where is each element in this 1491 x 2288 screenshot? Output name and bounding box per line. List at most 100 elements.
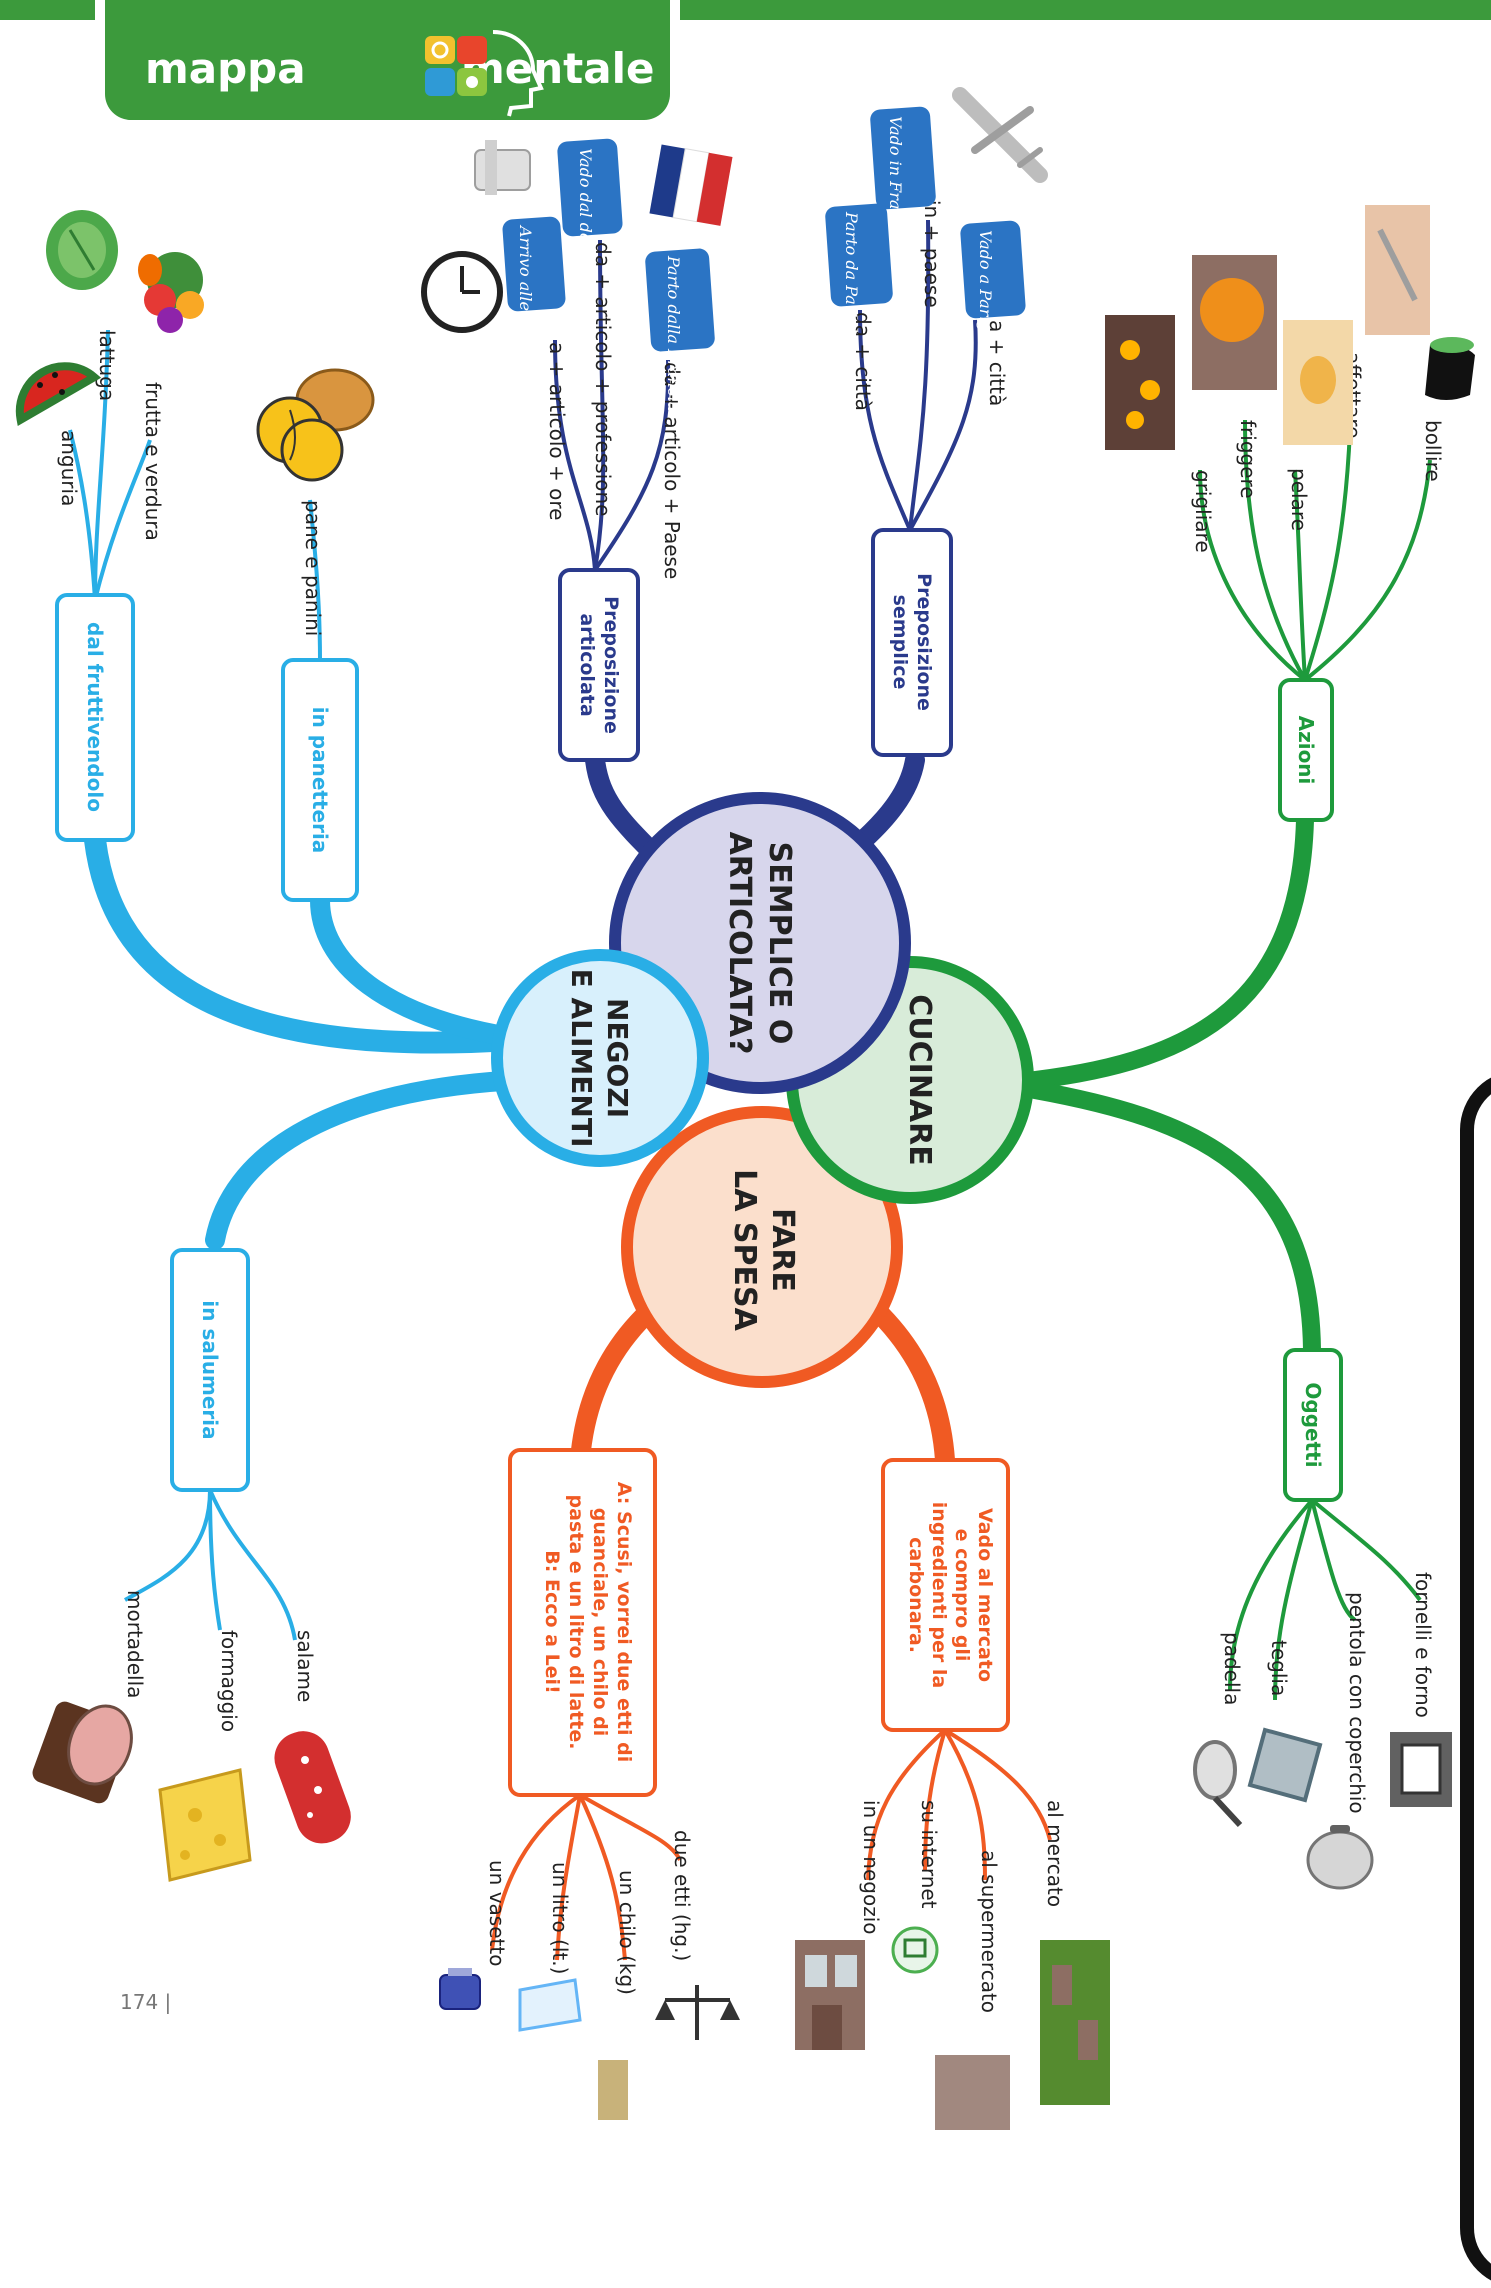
example-card-dentista: Vado dal dentista (557, 138, 623, 288)
leaf-teglia: teglia (1267, 1640, 1291, 1696)
card-text-vado-in: Vado in Francia (886, 116, 905, 243)
leaf-al-mercato: al mercato (1043, 1800, 1067, 1907)
measure-bottom-icon (598, 2060, 628, 2120)
leaf-da-citta: da + città (851, 312, 875, 411)
dialog-line-4: B: Ecco a Lei! (541, 1550, 563, 1693)
leaf-padella: padella (1220, 1632, 1244, 1705)
leaf-pelare: pelare (1287, 468, 1311, 531)
hub-cucinare-line1: CUCINARE (902, 994, 937, 1165)
header-bar-right (680, 0, 1491, 20)
leaf-pane-e-panini: pane e panini (301, 500, 325, 636)
market-photo-icon (1040, 1940, 1110, 2105)
hub-spesa-line2: LA SPESA (727, 1169, 762, 1331)
leaf-su-internet: su internet (917, 1800, 941, 1909)
leaf-fornelli-e-forno: fornelli e forno (1411, 1572, 1435, 1718)
leaf-frutta-e-verdura: frutta e verdura (141, 382, 165, 541)
leaf-da-articolo-professione: da + articolo + professione (591, 242, 615, 516)
frying-pan-icon (1193, 1740, 1243, 1828)
label-oggetti: Oggetti (1301, 1382, 1325, 1467)
france-flag-icon (649, 144, 733, 226)
mortadella-icon (32, 1701, 133, 1804)
dialog-line-1: A: Scusi, vorrei due etti di (613, 1482, 635, 1763)
label-box-oggetti (1283, 1348, 1343, 1502)
internet-cart-icon (891, 1926, 939, 1974)
label-semplice-line2: semplice (889, 595, 911, 690)
label-box-fruttivendolo (55, 593, 135, 842)
mercato-line-1: Vado al mercato (974, 1508, 996, 1682)
leaf-lattuga: lattuga (95, 330, 119, 401)
bread-icon (256, 368, 375, 482)
label-semplice-line1: Preposizione (913, 573, 935, 711)
example-card-arrivo: Arrivo alle 15:00. (502, 216, 566, 367)
leaf-salame: salame (293, 1630, 317, 1702)
leaf-a-citta: a + città (985, 320, 1009, 406)
clock-icon (421, 251, 503, 333)
leaf-mortadella: mortadella (123, 1590, 147, 1698)
dialog-line-3: pasta e un litro di latte. (565, 1495, 587, 1750)
hub-negozi-line1: NEGOZI (601, 998, 634, 1118)
leaf-un-vasetto: un vasetto (485, 1860, 509, 1966)
fruit-vegetables-icon (138, 252, 204, 333)
dialog-box (508, 1448, 657, 1797)
leaf-due-etti: due etti (hg.) (670, 1830, 694, 1961)
leaf-da-articolo-paese: da + articolo + Paese (660, 362, 684, 579)
dialog-line-2: guanciale, un chilo di (589, 1508, 611, 1737)
page-number: 174 | (120, 1990, 172, 2014)
card-text-vado-a: Vado a Parigi (976, 230, 995, 337)
leaf-grigliare: grigliare (1191, 470, 1215, 553)
leaf-formaggio: formaggio (217, 1630, 241, 1732)
pot-boiling-icon (1425, 337, 1475, 400)
mind-map: .lbl { font-family:"DejaVu Sans", sans-s… (15, 87, 1475, 2130)
leaf-friggere: friggere (1236, 420, 1260, 499)
label-articolata-line1: Preposizione (600, 596, 622, 734)
header-bar-left (0, 0, 95, 20)
leaf-in-un-negozio: in un negozio (859, 1800, 883, 1935)
leaf-pentola-con-coperchio: pentola con coperchio (1345, 1592, 1369, 1814)
slicing-photo-icon (1365, 205, 1430, 335)
puzzle-head-icon (425, 30, 544, 117)
page-edge-frame (1460, 1070, 1491, 2288)
header-word-right: mentale (461, 44, 655, 93)
hub-spesa-line1: FARE (765, 1208, 800, 1292)
label-box-semplice (871, 528, 953, 757)
dentist-chair-icon (474, 140, 531, 195)
header-word-left: mappa (145, 44, 306, 93)
lettuce-icon (46, 210, 118, 290)
label-azioni: Azioni (1294, 716, 1318, 785)
label-box-articolata (558, 568, 640, 762)
leaf-un-litro: un litro (lt.) (548, 1862, 572, 1974)
example-card-parto-da: Parto da Parigi (825, 203, 893, 333)
leaf-bollire: bollire (1421, 420, 1445, 482)
mappa-mentale-badge: mappa mentale (105, 0, 670, 120)
leaf-al-supermercato: al supermercato (977, 1850, 1001, 2013)
leaf-a-articolo-ore: a + articolo + ore (545, 342, 569, 520)
mercato-line-3: ingredienti per la (928, 1502, 950, 1688)
card-text-parto-dalla: Parto dalla Francia (664, 255, 683, 411)
hub-semplice-line2: ARTICOLATA? (722, 832, 757, 1055)
leaf-anguria: anguria (57, 430, 81, 506)
baking-tray-icon (1247, 1727, 1323, 1803)
leaf-un-chilo: un chilo (kg) (615, 1870, 639, 1995)
label-box-salumeria (170, 1248, 250, 1492)
card-text-arrivo: Arrivo alle 15:00. (516, 224, 535, 367)
hub-negozi-line2: E ALIMENTI (565, 969, 598, 1148)
supermarket-photo-icon (935, 2055, 1010, 2130)
example-card-vado-a: Vado a Parigi (960, 220, 1026, 337)
jar-icon (439, 1968, 481, 2010)
example-card-vado-in: Vado in Francia (870, 106, 936, 243)
label-panetteria: in panetteria (308, 707, 332, 854)
peeling-photo-icon (1283, 320, 1353, 445)
shop-icon (795, 1940, 865, 2050)
watermelon-icon (15, 362, 102, 426)
grilling-photo-icon (1105, 315, 1175, 450)
frying-photo-icon (1192, 255, 1277, 390)
card-text-dentista: Vado dal dentista (576, 148, 595, 288)
mercato-box (881, 1458, 1010, 1732)
cheese-icon (158, 1768, 252, 1882)
label-box-azioni (1278, 678, 1334, 822)
leaf-in-paese: in + paese (920, 200, 944, 308)
label-box-panetteria (281, 658, 359, 902)
label-articolata-line2: articolata (576, 613, 598, 716)
card-text-parto-da: Parto da Parigi (842, 211, 861, 333)
stove-oven-icon (1390, 1732, 1452, 1807)
